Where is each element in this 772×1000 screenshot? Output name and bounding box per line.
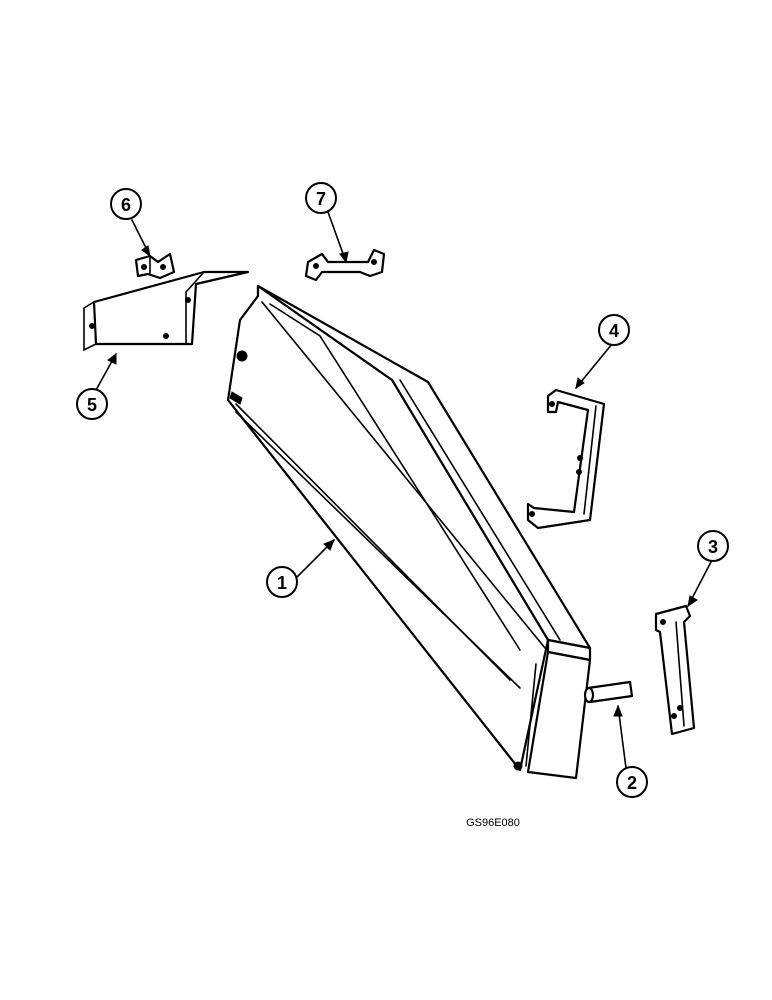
callout-5: 5 (76, 388, 108, 420)
callout-4-label: 4 (609, 321, 619, 341)
callout-3: 3 (697, 530, 729, 562)
callout-7: 7 (305, 182, 337, 214)
part-7-strap (304, 248, 386, 282)
part-5-plate (83, 270, 250, 352)
callout-1-label: 1 (277, 573, 287, 593)
callout-3-label: 3 (708, 537, 718, 557)
callout-4: 4 (598, 314, 630, 346)
callout-7-label: 7 (316, 189, 326, 209)
part-4-bracket (526, 388, 606, 530)
reference-code: GS96E080 (466, 817, 520, 829)
callout-2: 2 (616, 766, 648, 798)
callout-5-label: 5 (87, 395, 97, 415)
part-1-shield (226, 284, 592, 780)
mounting-hole-icon (236, 350, 248, 362)
callout-6-label: 6 (121, 195, 131, 215)
part-3-bracket (654, 604, 696, 736)
callout-2-label: 2 (627, 773, 637, 793)
callout-1: 1 (266, 566, 298, 598)
callout-6: 6 (110, 188, 142, 220)
leader-lines (95, 211, 713, 769)
part-2-spacer (583, 680, 634, 704)
mounting-hole-icon (513, 761, 523, 771)
part-6-clip (134, 252, 176, 280)
